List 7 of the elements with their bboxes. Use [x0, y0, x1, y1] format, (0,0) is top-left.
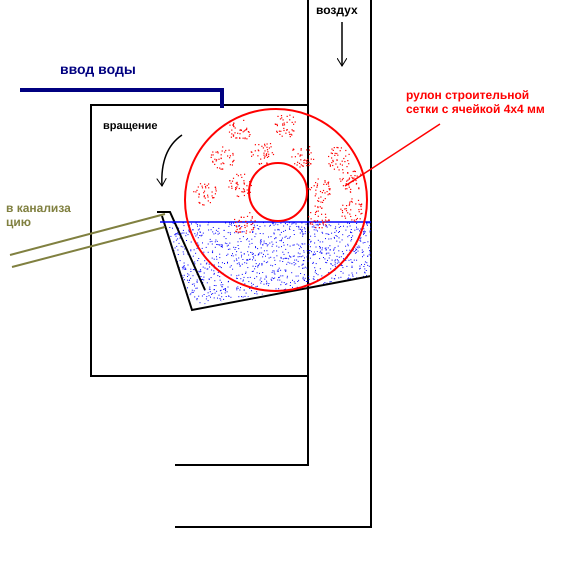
rotation-label: вращение: [103, 119, 158, 133]
water-inlet-label: ввод воды: [60, 62, 136, 76]
callout-label: рулон строительной сетки с ячейкой 4x4 мм: [406, 88, 556, 116]
leader-line: [344, 123, 440, 187]
airflow-label: воздух: [316, 3, 358, 17]
mesh-roll-drawing: [184, 108, 368, 292]
drain-label: в канализа цию: [6, 201, 72, 229]
